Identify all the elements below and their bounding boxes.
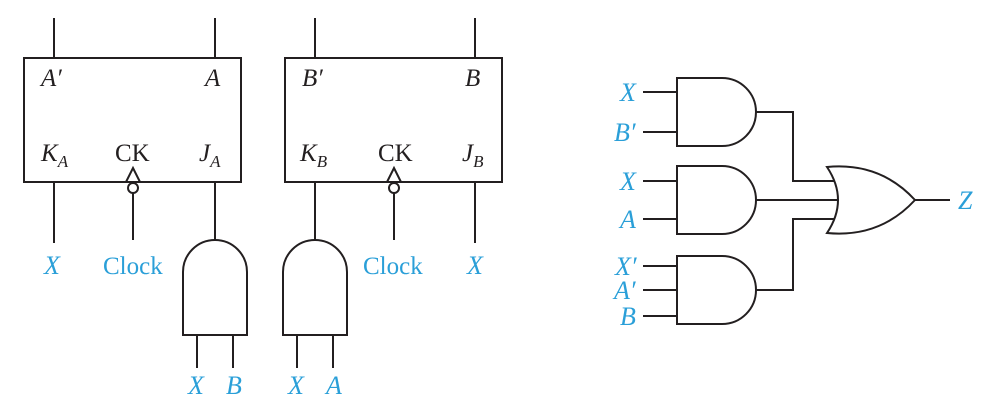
ffb-box: [284, 57, 503, 183]
and-gate-ja-body: [182, 239, 248, 336]
ffa-clock-bubble: [127, 182, 139, 194]
and-gate-kb-body: [282, 239, 348, 336]
ffa-ck-label: CK: [115, 140, 150, 167]
out-and1-in1-label: X: [619, 78, 637, 107]
out-and1-body: [676, 77, 757, 147]
ffa-k-input-label: X: [43, 251, 61, 280]
out-or-body: [825, 165, 917, 235]
ffa-out-bar-label: A′: [39, 65, 62, 92]
ffb-k-label: KB: [299, 140, 328, 171]
and-ja-in2-label: B: [226, 371, 242, 400]
ffb-clock-bubble: [388, 182, 400, 194]
ffa-j-label: JA: [199, 140, 221, 171]
out-and2-in2-label: A: [618, 205, 636, 234]
and-kb-in2-label: A: [324, 371, 342, 400]
ffb-j-input-label: X: [466, 251, 484, 280]
and-ja-in1-label: X: [187, 371, 205, 400]
ffa-out-label: A: [203, 65, 221, 92]
output-z-label: Z: [958, 186, 973, 215]
ffb-clock-triangle: [386, 165, 402, 183]
and-gate-ja: X B: [182, 239, 248, 400]
out-and2-body: [676, 165, 757, 235]
out-and1-in2-label: B′: [614, 118, 636, 147]
and-gate-kb: X A: [282, 239, 348, 400]
ffb-out-label: B: [465, 65, 480, 92]
ffb-clock-label: Clock: [363, 253, 423, 280]
ffb-ck-label: CK: [378, 140, 413, 167]
out-and3-in2-label: A′: [612, 276, 636, 305]
ffa-box: [23, 57, 242, 183]
flipflop-b: B′ B KB CK JB Clock X: [284, 18, 503, 280]
output-logic: X B′ X A X′ A′ B Z: [612, 77, 973, 331]
out-and2-in1-label: X: [619, 167, 637, 196]
ffa-k-label: KA: [40, 140, 69, 171]
out-and3-in1-label: X′: [614, 252, 637, 281]
ffb-out-bar-label: B′: [302, 65, 323, 92]
ffa-clock-triangle: [125, 165, 141, 183]
out-and3-body: [676, 255, 757, 325]
flipflop-a: A′ A KA CK JA X Clock: [23, 18, 242, 280]
ffa-clock-label: Clock: [103, 253, 163, 280]
wire-and3-to-or: [756, 218, 837, 291]
wire-and1-to-or: [756, 111, 837, 182]
ffb-j-label: JB: [462, 140, 484, 171]
out-and3-in3-label: B: [620, 302, 636, 331]
and-kb-in1-label: X: [287, 371, 305, 400]
